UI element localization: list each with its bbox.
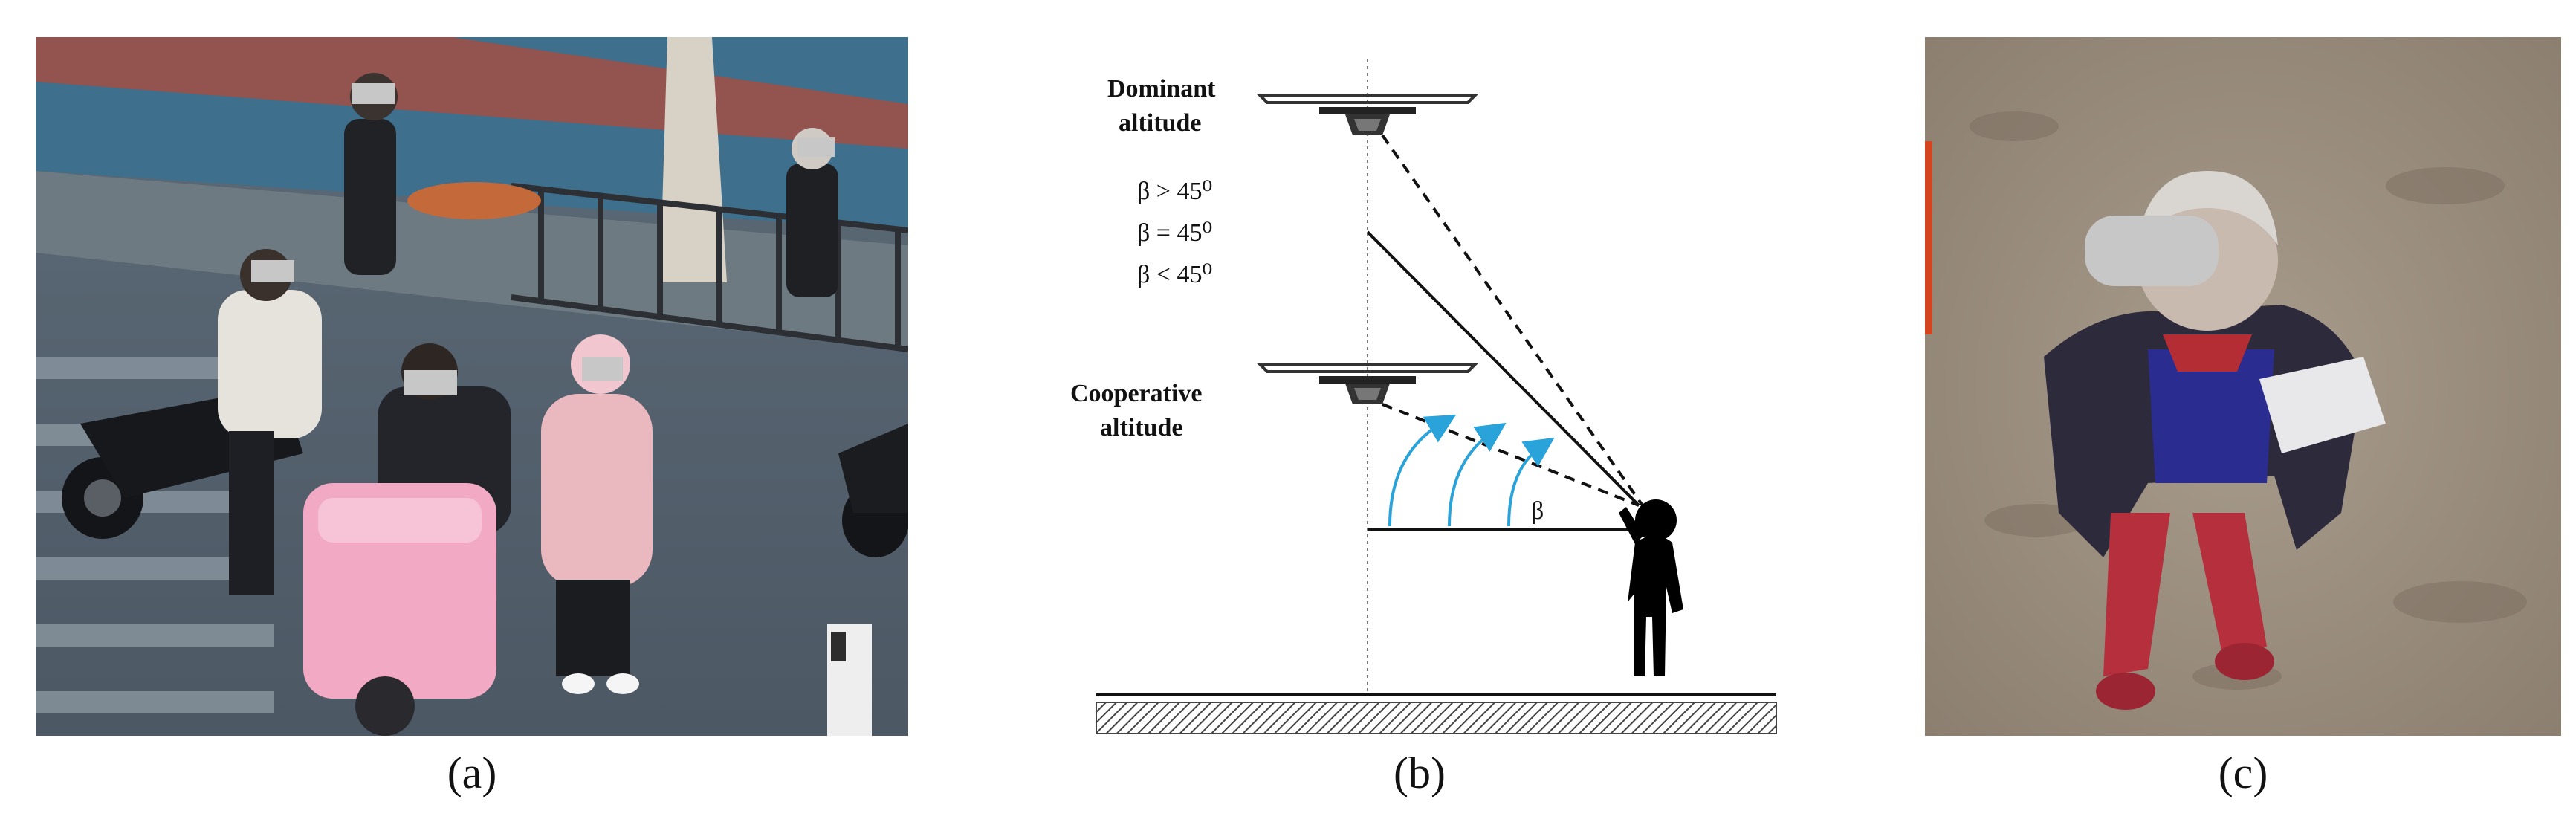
beta-eq-label: β = 45⁰ — [1137, 219, 1212, 247]
angle-arc-inner — [1507, 437, 1555, 527]
photo-street-scene — [36, 37, 909, 736]
photo-overhead-person — [1925, 37, 2561, 736]
angle-arc-outer — [1388, 414, 1457, 527]
beta-lt-label: β < 45⁰ — [1137, 261, 1212, 288]
diagram-canvas: β Dominant altitude β > 45⁰ β = 45⁰ β < … — [1070, 59, 1777, 734]
cooperative-altitude-label: Cooperative — [1070, 380, 1203, 407]
sightline-dominant — [1381, 134, 1644, 507]
caption-a: (a) — [447, 748, 497, 797]
street-scene-image — [36, 37, 909, 736]
person-icon — [1619, 499, 1683, 676]
caption-c: (c) — [2218, 748, 2268, 797]
sightline-cooperative — [1382, 403, 1640, 507]
ground-hatch — [1096, 702, 1777, 734]
overhead-person-image — [1925, 37, 2561, 736]
angle-arc-middle — [1448, 422, 1507, 527]
altitude-angle-diagram: β Dominant altitude β > 45⁰ β = 45⁰ β < … — [1063, 30, 1799, 751]
face-blur — [2085, 216, 2219, 286]
drone-dominant-icon — [1256, 94, 1479, 135]
beta-label: β — [1531, 497, 1544, 525]
cooperative-altitude-label-2: altitude — [1100, 414, 1182, 441]
sightline-45deg — [1366, 230, 1640, 507]
dominant-altitude-label: Dominant — [1107, 75, 1216, 103]
caption-b: (b) — [1394, 748, 1446, 797]
dominant-altitude-label-2: altitude — [1119, 109, 1201, 137]
drone-cooperative-icon — [1256, 363, 1479, 404]
beta-gt-label: β > 45⁰ — [1137, 178, 1212, 205]
